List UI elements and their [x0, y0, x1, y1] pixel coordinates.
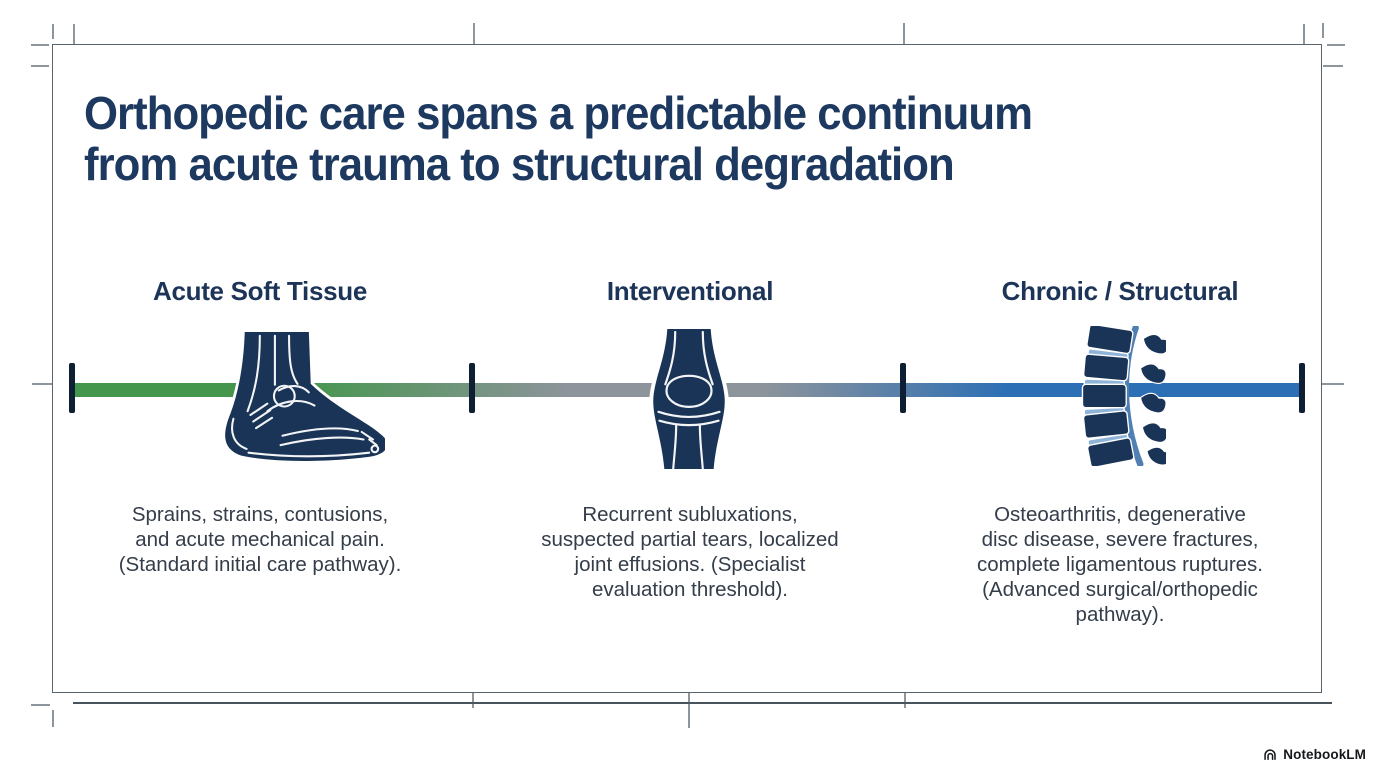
- description-chronic-structural: Osteoarthritis, degenerative disc diseas…: [976, 503, 1263, 626]
- timeline-tick: [469, 363, 475, 413]
- crop-mark: [31, 44, 49, 46]
- crop-mark: [472, 678, 474, 708]
- column-header-acute-soft-tissue: Acute Soft Tissue: [152, 276, 368, 306]
- timeline-tick: [900, 363, 906, 413]
- column-header-chronic-structural: Chronic / Structural: [1001, 276, 1239, 306]
- crop-mark: [473, 23, 475, 57]
- crop-mark: [903, 23, 905, 57]
- spine-icon: [1074, 323, 1172, 471]
- knee-joint-icon: [645, 325, 733, 474]
- crop-mark: [32, 383, 54, 385]
- description-acute-soft-tissue: Sprains, strains, contusions, and acute …: [118, 503, 402, 576]
- crop-mark: [1322, 383, 1344, 385]
- notebooklm-logo-icon: [1264, 749, 1276, 760]
- description-interventional: Recurrent subluxations, suspected partia…: [541, 503, 839, 601]
- crop-mark: [73, 24, 75, 45]
- crop-mark: [31, 65, 49, 67]
- crop-mark: [52, 24, 54, 39]
- page-title: Orthopedic care spans a predictable cont…: [84, 87, 1033, 190]
- crop-mark: [1322, 23, 1324, 38]
- crop-mark: [1303, 24, 1305, 45]
- crop-mark: [1327, 44, 1345, 46]
- crop-mark: [73, 702, 1332, 704]
- watermark: NotebookLM: [1263, 747, 1366, 762]
- crop-mark: [52, 710, 54, 727]
- crop-mark: [1323, 65, 1343, 67]
- timeline-tick: [1299, 363, 1305, 413]
- foot-ankle-icon: [195, 329, 391, 469]
- crop-mark: [31, 704, 50, 706]
- timeline-tick: [69, 363, 75, 413]
- watermark-label: NotebookLM: [1283, 747, 1366, 762]
- column-header-interventional: Interventional: [606, 276, 774, 306]
- crop-mark: [904, 678, 906, 708]
